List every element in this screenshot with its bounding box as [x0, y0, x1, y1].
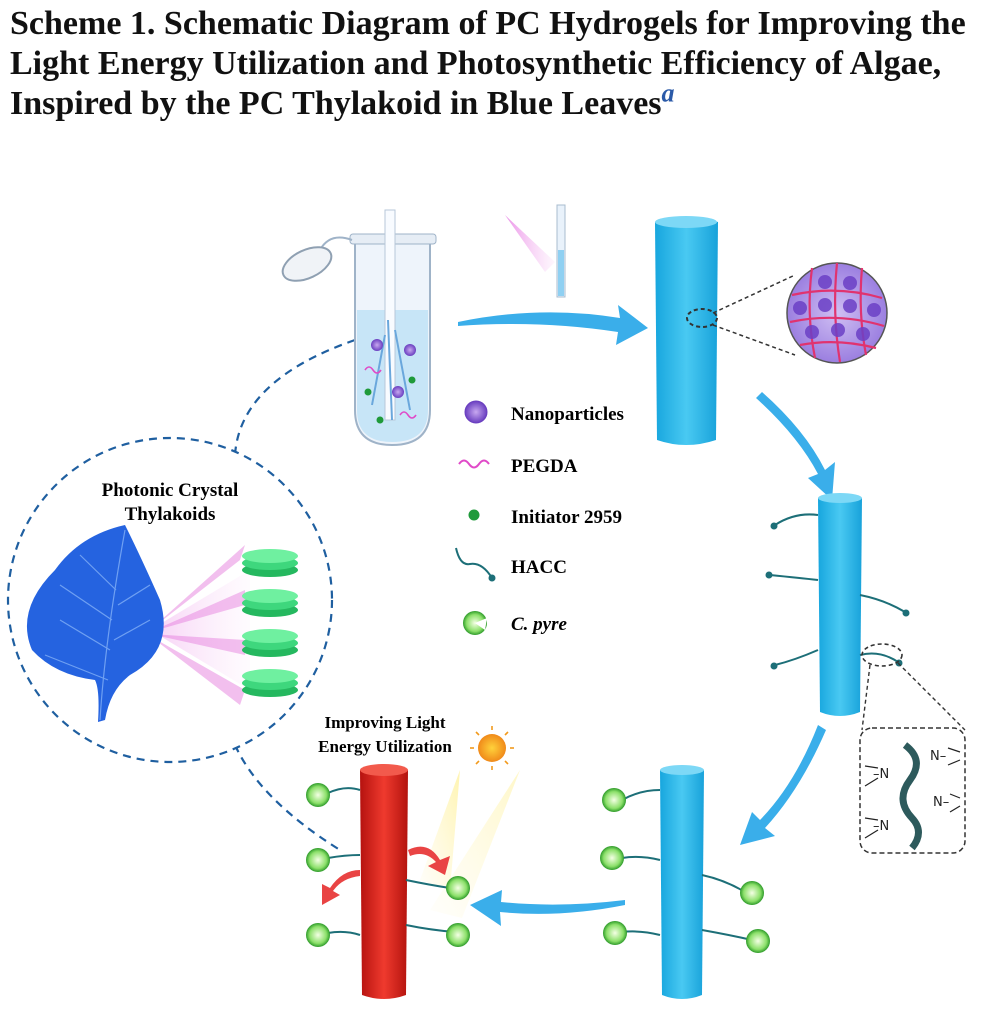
improving-light-line1: Improving Light — [324, 713, 445, 732]
legend-initiator: Initiator 2959 — [468, 507, 622, 528]
legend-pegda: PEGDA — [458, 456, 578, 477]
alga-cells-rod3 — [600, 788, 770, 953]
blue-leaf — [26, 525, 164, 722]
legend-hacc: HACC — [455, 547, 567, 582]
arrow-4 — [470, 890, 625, 926]
test-tube — [281, 209, 437, 447]
pink-light-beams — [150, 545, 250, 705]
hydrogel-rod-hacc — [765, 493, 966, 731]
hydrogel-rod-algae — [600, 765, 770, 999]
legend-cpyre-label: C. pyre — [511, 614, 568, 635]
pc-label-line1: Photonic Crystal — [102, 480, 239, 501]
footnote-mark: a — [661, 78, 675, 108]
hydrogel-rod-1 — [655, 216, 796, 445]
dashed-cycle-arc — [233, 338, 356, 851]
scheme-caption: Scheme 1. Schematic Diagram of PC Hydrog… — [10, 4, 980, 124]
uv-light — [505, 204, 566, 298]
caption-title: Scheme 1. Schematic Diagram of PC Hydrog… — [10, 5, 966, 122]
red-hydrogel-rod — [306, 764, 520, 999]
legend-nanoparticles-label: Nanoparticles — [511, 404, 624, 425]
network-zoom-circle — [786, 262, 888, 364]
legend-nanoparticles: Nanoparticles — [464, 400, 624, 425]
svg-text:N–: N– — [933, 795, 949, 810]
arrow-2 — [756, 392, 835, 500]
svg-text:N–: N– — [930, 749, 946, 764]
arrow-3 — [740, 725, 826, 845]
improving-light-line2: Energy Utilization — [318, 737, 452, 756]
arrow-1 — [458, 305, 648, 345]
scheme-diagram: Nanoparticles PEGDA Initiator 2959 HACC … — [6, 204, 966, 999]
legend-cpyre: C. pyre — [463, 611, 568, 635]
hacc-structure-box: –NN– N––N — [859, 727, 966, 854]
legend-hacc-label: HACC — [511, 557, 567, 578]
alga-cells-red-rod — [306, 783, 470, 947]
legend-initiator-label: Initiator 2959 — [511, 507, 622, 528]
pc-label-line2: Thylakoids — [125, 504, 216, 525]
thylakoid-stacks — [242, 549, 298, 697]
legend: Nanoparticles PEGDA Initiator 2959 HACC … — [455, 400, 624, 635]
legend-pegda-label: PEGDA — [511, 456, 578, 477]
sun-icon — [470, 726, 514, 770]
thylakoid-circle: Photonic Crystal Thylakoids — [6, 436, 334, 764]
